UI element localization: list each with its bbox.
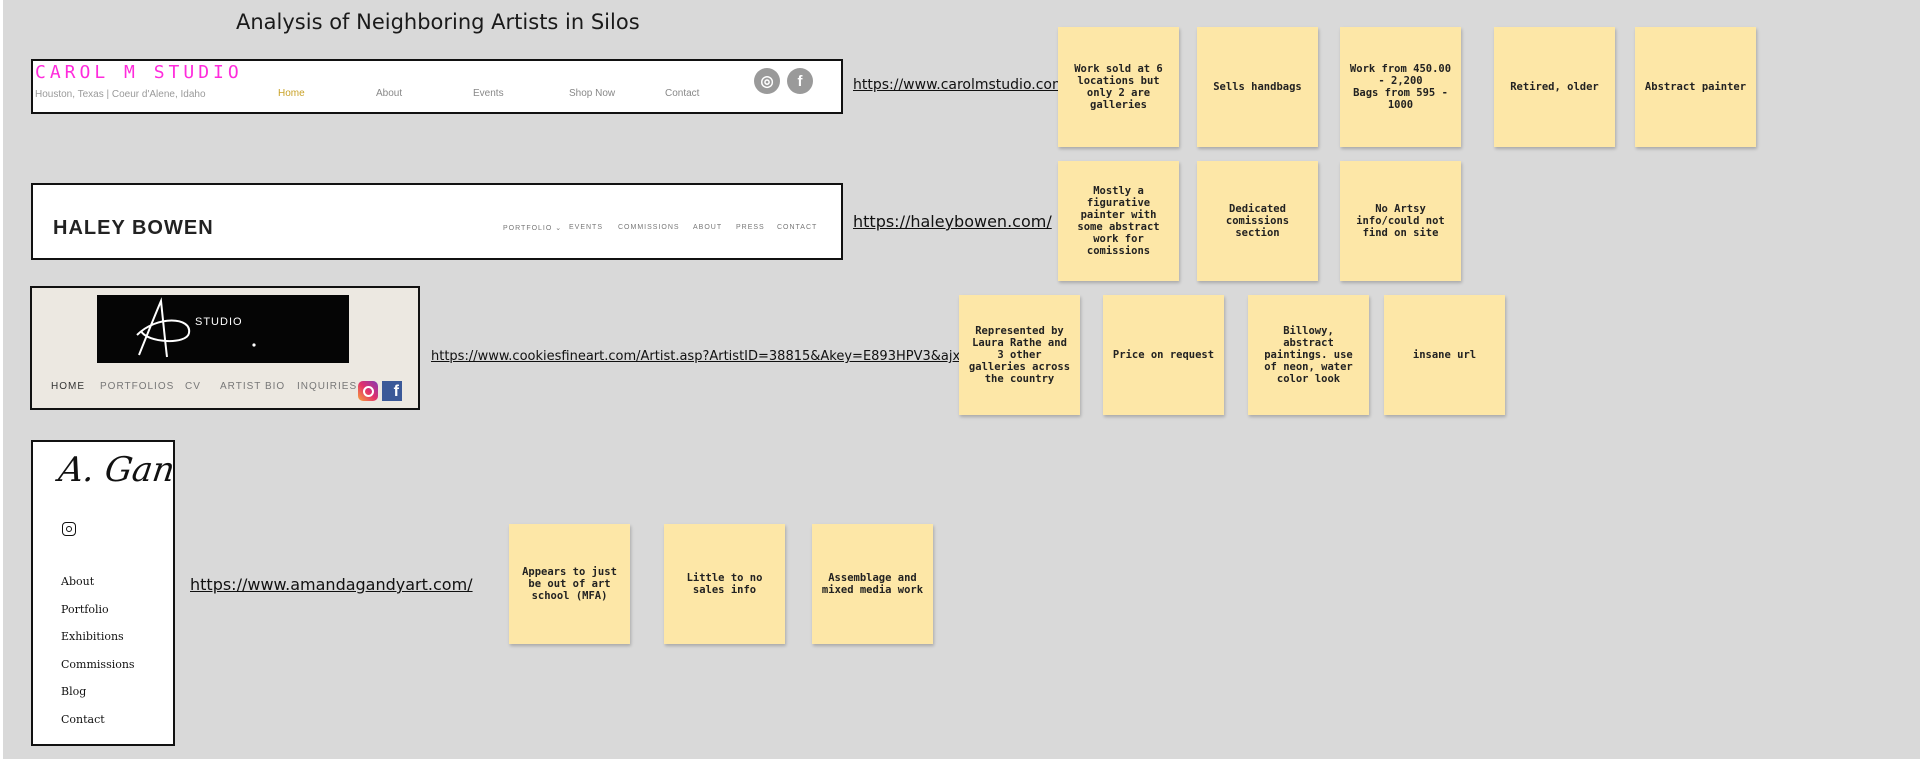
sticky-note[interactable]: Appears to just be out of art school (MF… [509, 524, 630, 644]
sticky-note[interactable]: Work sold at 6 locations but only 2 are … [1058, 27, 1179, 147]
cookies-logo-text: STUDIO [195, 316, 243, 328]
instagram-icon [358, 381, 378, 401]
carol-subtitle: Houston, Texas | Coeur d'Alene, Idaho [35, 89, 206, 100]
gandy-nav-exhibitions: Exhibitions [61, 630, 124, 643]
haley-nav-portfolio: PORTFOLIO ⌄ [503, 225, 563, 232]
facebook-icon: f [382, 381, 402, 401]
carol-screenshot[interactable]: CAROL M STUDIO Houston, Texas | Coeur d'… [31, 59, 843, 114]
haley-screenshot[interactable]: HALEY BOWEN PORTFOLIO ⌄ EVENTS COMMISSIO… [31, 183, 843, 260]
cookies-url-link[interactable]: https://www.cookiesfineart.com/Artist.as… [431, 349, 980, 364]
haley-url-link[interactable]: https://haleybowen.com/ [853, 212, 1052, 231]
facebook-icon: f [787, 68, 813, 94]
carol-nav-home: Home [278, 88, 305, 99]
sticky-note[interactable]: Represented by Laura Rathe and 3 other g… [959, 295, 1080, 415]
carol-nav-events: Events [473, 88, 504, 99]
cookies-nav-artist-bio: ARTIST BIO [220, 381, 286, 392]
sticky-note[interactable]: Billowy, abstract paintings. use of neon… [1248, 295, 1369, 415]
sticky-note[interactable]: Price on request [1103, 295, 1224, 415]
instagram-icon: ◎ [754, 68, 780, 94]
board-title: Analysis of Neighboring Artists in Silos [236, 10, 640, 34]
cookies-nav-portfolios: PORTFOLIOS [100, 381, 175, 392]
sticky-note[interactable]: Mostly a figurative painter with some ab… [1058, 161, 1179, 281]
gandy-nav-blog: Blog [61, 685, 87, 698]
sticky-note[interactable]: Abstract painter [1635, 27, 1756, 147]
haley-logo: HALEY BOWEN [53, 217, 214, 239]
whiteboard-canvas[interactable]: Analysis of Neighboring Artists in Silos… [3, 0, 1920, 759]
gandy-nav-contact: Contact [61, 713, 105, 726]
sticky-note[interactable]: Little to no sales info [664, 524, 785, 644]
cookies-logo: STUDIO [97, 295, 349, 363]
haley-nav-contact: CONTACT [777, 224, 818, 231]
sticky-note[interactable]: Dedicated comissions section [1197, 161, 1318, 281]
carol-nav-shop: Shop Now [569, 88, 616, 99]
carol-logo: CAROL M STUDIO [35, 62, 243, 83]
cookies-nav-home: HOME [51, 381, 85, 392]
gandy-nav-commissions: Commissions [61, 658, 135, 671]
cookies-screenshot[interactable]: STUDIO HOME PORTFOLIOS CV ARTIST BIO INQ… [30, 286, 420, 410]
sticky-note[interactable]: Retired, older [1494, 27, 1615, 147]
haley-nav-about: ABOUT [693, 224, 723, 231]
gandy-nav-portfolio: Portfolio [61, 603, 109, 616]
haley-nav-events: EVENTS [569, 224, 604, 231]
signature-logo-icon [136, 297, 256, 358]
sticky-note[interactable]: Sells handbags [1197, 27, 1318, 147]
carol-nav-contact: Contact [665, 88, 700, 99]
instagram-icon [62, 522, 76, 536]
cookies-nav-inquiries: INQUIRIES [297, 381, 358, 392]
gandy-screenshot[interactable]: A. Gandy About Portfolio Exhibitions Com… [31, 440, 175, 746]
haley-nav-press: PRESS [736, 224, 765, 231]
carol-nav-about: About [376, 88, 403, 99]
sticky-note[interactable]: Assemblage and mixed media work [812, 524, 933, 644]
sticky-note[interactable]: insane url [1384, 295, 1505, 415]
sticky-note[interactable]: Work from 450.00 - 2,200 Bags from 595 -… [1340, 27, 1461, 147]
gandy-url-link[interactable]: https://www.amandagandyart.com/ [190, 575, 473, 594]
sticky-note[interactable]: No Artsy info/could not find on site [1340, 161, 1461, 281]
gandy-nav-about: About [61, 575, 95, 588]
gandy-signature-logo: A. Gandy [56, 450, 175, 490]
cookies-nav-cv: CV [185, 381, 201, 392]
carol-url-link[interactable]: https://www.carolmstudio.com/) [853, 77, 1076, 93]
haley-nav-commissions: COMMISSIONS [618, 224, 680, 231]
